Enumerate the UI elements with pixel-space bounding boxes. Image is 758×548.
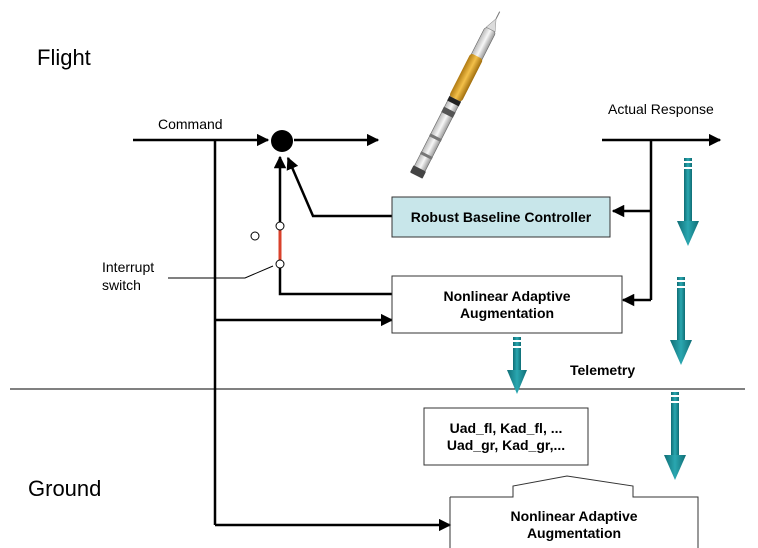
baseline-controller-block xyxy=(391,196,611,238)
adaptive-ground-label: Nonlinear Adaptive Augmentation xyxy=(450,505,698,545)
adaptive-augmentation-ground-block xyxy=(449,475,699,548)
adaptive-flight-label: Nonlinear Adaptive Augmentation xyxy=(392,276,622,333)
adaptive-flight-line1: Nonlinear Adaptive xyxy=(443,287,571,304)
adaptive-ground-line2: Augmentation xyxy=(526,525,622,541)
adaptive-feedback-line xyxy=(278,265,392,296)
ground-label: Ground xyxy=(28,476,102,501)
interrupt-switch-label-line1: Interrupt xyxy=(102,259,155,275)
baseline-feedback-line xyxy=(286,156,392,218)
teal-arrow-2 xyxy=(670,277,692,365)
switch-contact-bottom xyxy=(275,259,285,269)
interrupt-switch-label-line2: switch xyxy=(102,277,141,293)
adaptive-params-block xyxy=(423,407,589,466)
switch-contact-top xyxy=(275,221,285,231)
adaptive-ground-line1: Nonlinear Adaptive xyxy=(510,508,638,524)
summing-junction xyxy=(271,130,293,152)
adaptive-params-label: Uad_fl, Kad_fl, ... Uad_gr, Kad_gr,... xyxy=(424,408,588,465)
teal-arrow-4 xyxy=(507,337,527,394)
adaptive-params-line1: Uad_fl, Kad_fl, ... xyxy=(449,419,563,436)
baseline-controller-text: Robust Baseline Controller xyxy=(410,208,592,225)
actual-response-label: Actual Response xyxy=(608,101,714,117)
adaptive-augmentation-flight-block xyxy=(391,275,623,334)
rocket-icon xyxy=(410,11,501,179)
teal-arrow-1 xyxy=(677,158,699,246)
adaptive-flight-line2: Augmentation xyxy=(459,304,555,321)
command-label: Command xyxy=(158,116,223,132)
interrupt-switch-label: Interrupt switch xyxy=(102,258,154,294)
interrupt-switch-pointer xyxy=(168,265,274,279)
teal-arrow-3 xyxy=(664,392,686,480)
flight-label: Flight xyxy=(37,45,91,70)
baseline-controller-label: Robust Baseline Controller xyxy=(392,197,610,237)
telemetry-label: Telemetry xyxy=(570,362,636,378)
adaptive-params-line2: Uad_gr, Kad_gr,... xyxy=(446,436,566,453)
switch-contact-open xyxy=(250,231,260,241)
